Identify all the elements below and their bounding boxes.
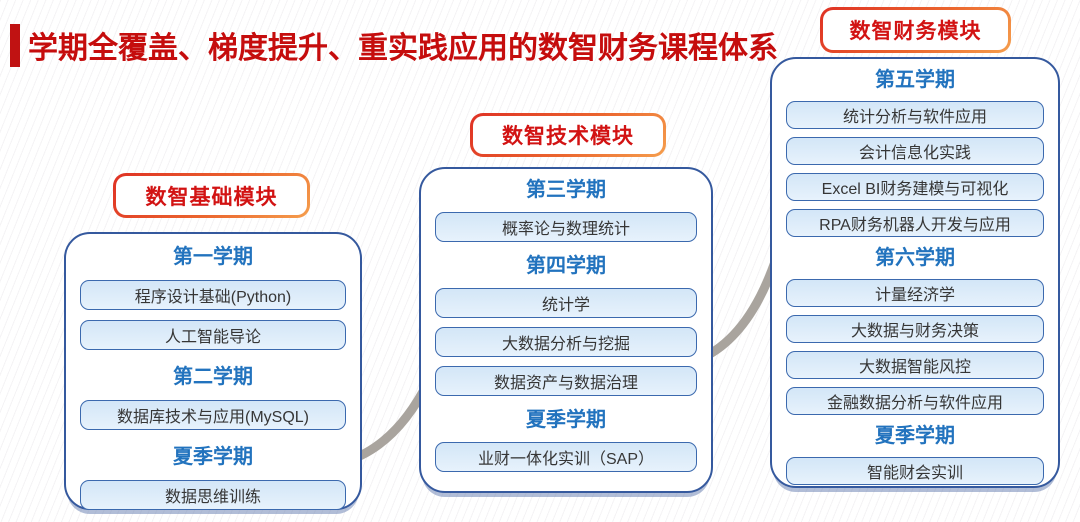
course-item: 智能财会实训: [786, 457, 1044, 485]
module-2-label-text: 数智技术模块: [473, 116, 663, 154]
course-item: 大数据智能风控: [786, 351, 1044, 379]
course-item: 金融数据分析与软件应用: [786, 387, 1044, 415]
semester-heading: 第五学期: [875, 69, 955, 91]
course-item: RPA财务机器人开发与应用: [786, 209, 1044, 237]
course-item: 人工智能导论: [80, 320, 346, 350]
module-3-label-text: 数智财务模块: [823, 10, 1008, 50]
semester-heading: 第四学期: [526, 255, 606, 277]
course-item: Excel BI财务建模与可视化: [786, 173, 1044, 201]
semester-heading: 第三学期: [526, 179, 606, 201]
semester-heading: 夏季学期: [173, 446, 253, 468]
course-item: 数据思维训练: [80, 480, 346, 510]
course-item: 统计分析与软件应用: [786, 101, 1044, 129]
course-item: 计量经济学: [786, 279, 1044, 307]
module-2-box: 第三学期 概率论与数理统计 第四学期 统计学 大数据分析与挖掘 数据资产与数据治…: [419, 167, 713, 493]
course-item: 业财一体化实训（SAP）: [435, 442, 697, 472]
module-3-label: 数智财务模块: [820, 7, 1011, 53]
semester-heading: 第六学期: [875, 247, 955, 269]
course-item: 统计学: [435, 288, 697, 318]
module-1-label: 数智基础模块: [113, 173, 310, 218]
course-item: 程序设计基础(Python): [80, 280, 346, 310]
module-1-label-text: 数智基础模块: [116, 176, 307, 215]
course-item: 会计信息化实践: [786, 137, 1044, 165]
course-item: 大数据分析与挖掘: [435, 327, 697, 357]
title-accent-bar: [10, 24, 20, 67]
course-item: 数据库技术与应用(MySQL): [80, 400, 346, 430]
semester-heading: 夏季学期: [875, 425, 955, 447]
semester-heading: 第二学期: [173, 366, 253, 388]
module-2-label: 数智技术模块: [470, 113, 666, 157]
course-item: 大数据与财务决策: [786, 315, 1044, 343]
semester-heading: 第一学期: [173, 246, 253, 268]
course-item: 数据资产与数据治理: [435, 366, 697, 396]
page-title: 学期全覆盖、梯度提升、重实践应用的数智财务课程体系: [28, 32, 778, 65]
semester-heading: 夏季学期: [526, 409, 606, 431]
course-item: 概率论与数理统计: [435, 212, 697, 242]
module-1-box: 第一学期 程序设计基础(Python) 人工智能导论 第二学期 数据库技术与应用…: [64, 232, 362, 510]
module-3-box: 第五学期 统计分析与软件应用 会计信息化实践 Excel BI财务建模与可视化 …: [770, 57, 1060, 488]
